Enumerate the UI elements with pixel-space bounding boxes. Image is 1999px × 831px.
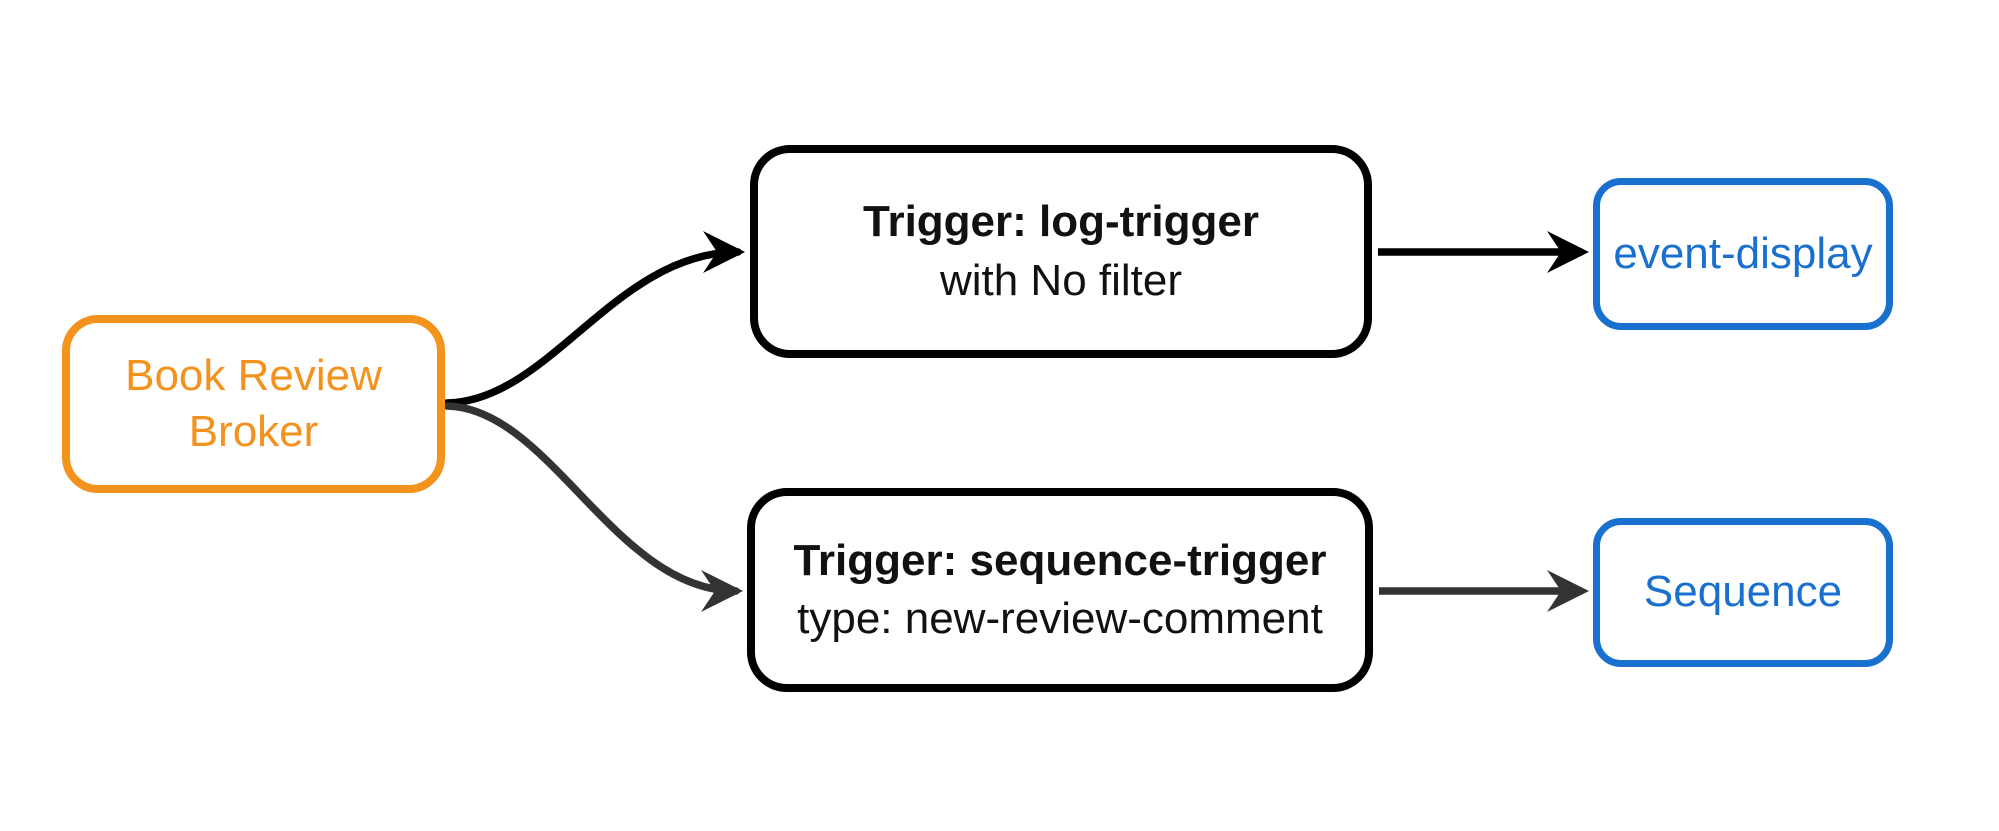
node-trigger-log: Trigger: log-trigger with No filter [750, 145, 1372, 358]
edge-broker-to-sequence-trigger [443, 402, 743, 612]
sequence-label: Sequence [1643, 567, 1843, 617]
trigger-log-title: Trigger: log-trigger [863, 197, 1259, 247]
node-book-review-broker: Book Review Broker [62, 315, 445, 493]
trigger-log-subtitle: with No filter [939, 255, 1183, 305]
trigger-sequence-subtitle: type: new-review-comment [797, 594, 1323, 643]
trigger-sequence-title: Trigger: sequence-trigger [793, 535, 1327, 585]
event-display-label: event-display [1613, 228, 1873, 278]
node-sequence: Sequence [1593, 518, 1893, 667]
node-trigger-sequence: Trigger: sequence-trigger type: new-revi… [747, 488, 1373, 692]
edge-broker-to-log-trigger [443, 231, 745, 407]
broker-label-line-1: Book Review [125, 350, 382, 400]
node-event-display: event-display [1593, 178, 1893, 330]
broker-label-line-2: Broker [188, 407, 319, 456]
